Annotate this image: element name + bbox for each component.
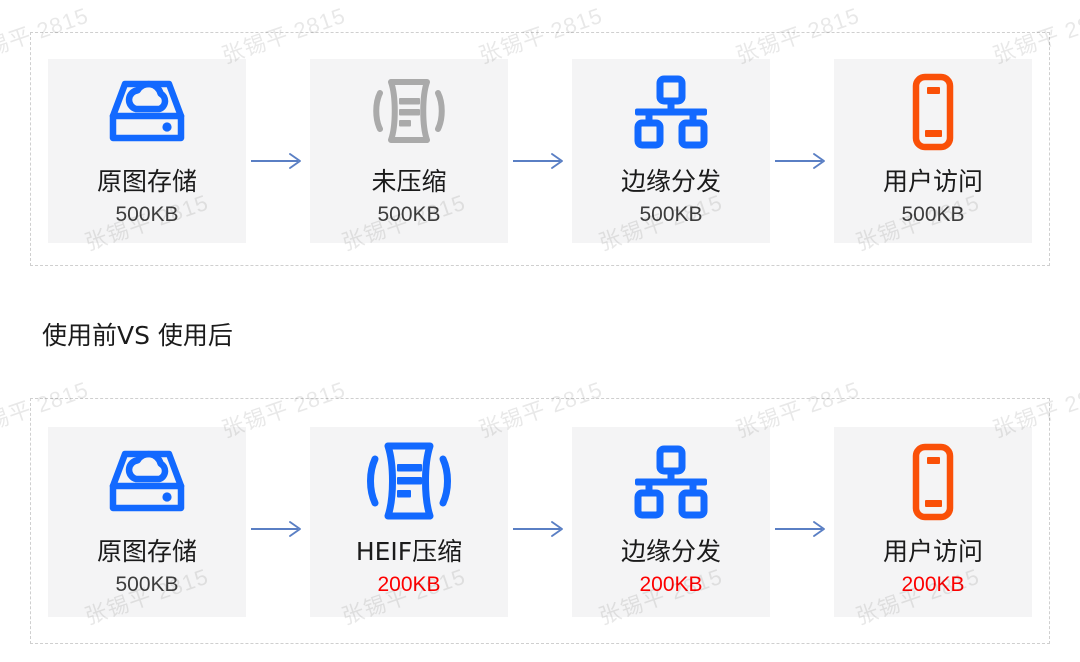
flow-step-card[interactable]: 边缘分发 500KB xyxy=(572,59,770,243)
flow-step-card[interactable]: 边缘分发 200KB xyxy=(572,427,770,617)
arrow-right-icon xyxy=(512,151,568,171)
flow-step-card[interactable]: 用户访问 200KB xyxy=(834,427,1032,617)
flow-row-after: 原图存储 500KB xyxy=(31,399,1049,643)
arrow-right-icon xyxy=(250,151,306,171)
flow-step-label: 未压缩 xyxy=(371,167,447,196)
flow-step-label: 边缘分发 xyxy=(620,167,721,196)
flow-step-text: 原图存储 500KB xyxy=(48,165,246,229)
mobile-phone-icon xyxy=(905,439,961,525)
flow-row-before: 原图存储 500KB xyxy=(31,33,1049,265)
arrow-right-icon xyxy=(774,151,830,171)
flow-step-label: 原图存储 xyxy=(96,537,197,566)
flow-step-text: 边缘分发 500KB xyxy=(572,165,770,229)
flow-panel-after: 原图存储 500KB xyxy=(30,398,1050,644)
compress-file-icon xyxy=(368,69,450,155)
mobile-phone-icon xyxy=(905,69,961,155)
flow-step-card[interactable]: 原图存储 500KB xyxy=(48,59,246,243)
edge-network-icon xyxy=(630,439,712,525)
flow-step-value: 500KB xyxy=(901,203,965,226)
compress-file-icon xyxy=(362,439,456,525)
comparison-caption: 使用前VS 使用后 xyxy=(42,321,233,350)
flow-step-label: 用户访问 xyxy=(882,167,983,196)
flow-step-text: HEIF压缩 200KB xyxy=(310,535,508,599)
flow-step-value: 500KB xyxy=(639,203,703,226)
flow-step-label: 用户访问 xyxy=(882,537,983,566)
flow-step-text: 未压缩 500KB xyxy=(310,165,508,229)
flow-step-text: 边缘分发 200KB xyxy=(572,535,770,599)
flow-step-value: 500KB xyxy=(377,203,441,226)
flow-panel-before: 原图存储 500KB xyxy=(30,32,1050,266)
edge-network-icon xyxy=(630,69,712,155)
flow-step-card[interactable]: 未压缩 500KB xyxy=(310,59,508,243)
cloud-drive-icon xyxy=(105,439,189,525)
flow-step-value: 200KB xyxy=(377,573,441,596)
flow-step-label: 边缘分发 xyxy=(620,537,721,566)
flow-step-card[interactable]: HEIF压缩 200KB xyxy=(310,427,508,617)
flow-step-value: 200KB xyxy=(639,573,703,596)
arrow-right-icon xyxy=(512,519,568,539)
arrow-right-icon xyxy=(250,519,306,539)
flow-step-text: 原图存储 500KB xyxy=(48,535,246,599)
flow-step-value: 500KB xyxy=(115,203,179,226)
cloud-drive-icon xyxy=(105,69,189,155)
flow-step-card[interactable]: 原图存储 500KB xyxy=(48,427,246,617)
flow-step-value: 200KB xyxy=(901,573,965,596)
flow-step-label: HEIF压缩 xyxy=(355,537,463,566)
flow-step-card[interactable]: 用户访问 500KB xyxy=(834,59,1032,243)
arrow-right-icon xyxy=(774,519,830,539)
flow-step-label: 原图存储 xyxy=(96,167,197,196)
flow-step-text: 用户访问 500KB xyxy=(834,165,1032,229)
flow-step-value: 500KB xyxy=(115,573,179,596)
flow-step-text: 用户访问 200KB xyxy=(834,535,1032,599)
